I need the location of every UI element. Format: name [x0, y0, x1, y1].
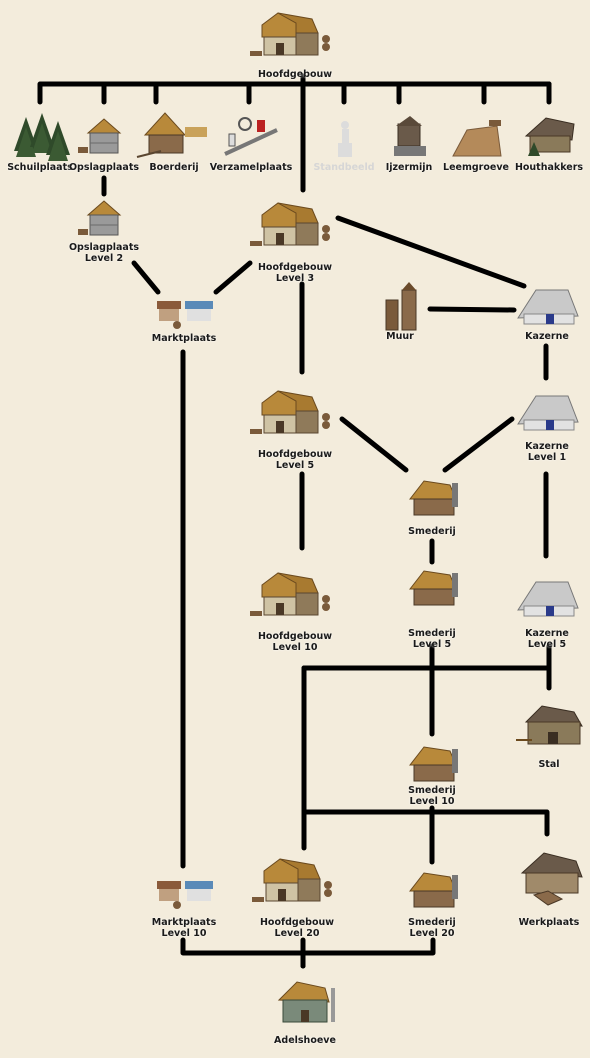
statue-icon [338, 121, 352, 157]
node-label-smederij10: Smederij Level 10 [408, 785, 456, 807]
barracks-tent-icon [517, 289, 579, 325]
edge-marktplaats10-to-adelshoeve [180, 937, 436, 956]
academy-icon [277, 981, 335, 1023]
barracks-tent-icon [517, 581, 579, 617]
node-label-marktplaats10: Marktplaats Level 10 [151, 917, 217, 939]
workshop-icon [520, 852, 583, 906]
node-label-boerderij: Boerderij [149, 162, 199, 173]
smithy-icon [408, 480, 458, 516]
iron-mine-icon [394, 116, 426, 156]
edge-hoofdgebouw3-to-marktplaats [213, 260, 253, 295]
market-icon [157, 301, 213, 329]
town-hall-icon [250, 572, 330, 616]
edge-opslagplaats2-to-marktplaats [131, 260, 161, 295]
node-label-hoofdgebouw: Hoofdgebouw [257, 69, 333, 80]
node-label-stal: Stal [538, 759, 560, 770]
edge-hoofdgebouw5-to-smederij [339, 416, 409, 473]
edge-hoofdgebouw10-to-werkplaats [301, 809, 550, 837]
node-label-standbeeld: Standbeeld [313, 162, 375, 173]
node-label-opslagplaats: Opslagplaats [68, 162, 140, 173]
edge-muur-to-kazerne [427, 306, 517, 313]
clay-pit-icon [452, 120, 502, 157]
node-label-schuilplaats: Schuilplaats [7, 162, 73, 173]
node-label-hoofdgebouw5: Hoofdgebouw Level 5 [257, 449, 333, 471]
node-label-smederij: Smederij [408, 526, 456, 537]
stable-icon [516, 705, 583, 745]
town-hall-icon [252, 858, 332, 902]
node-label-kazerne1: Kazerne Level 1 [525, 441, 569, 463]
node-label-verzamelplaats: Verzamelplaats [209, 162, 293, 173]
storehouse-icon [78, 200, 122, 236]
node-label-kazerne: Kazerne [525, 331, 569, 342]
rally-point-icon [224, 117, 278, 156]
node-label-werkplaats: Werkplaats [518, 917, 580, 928]
node-label-adelshoeve: Adelshoeve [274, 1035, 336, 1046]
node-label-hoofdgebouw10: Hoofdgebouw Level 10 [257, 631, 333, 653]
node-label-leemgroeve: Leemgroeve [443, 162, 509, 173]
market-icon [157, 881, 213, 909]
node-label-opslagplaats2: Opslagplaats Level 2 [68, 242, 140, 264]
node-label-muur: Muur [386, 331, 414, 342]
smithy-icon [408, 746, 458, 782]
woodcutter-icon [524, 117, 575, 156]
smithy-icon [408, 570, 458, 606]
town-hall-icon [250, 390, 330, 434]
node-label-smederij20: Smederij Level 20 [408, 917, 456, 939]
trees-icon [14, 113, 70, 161]
storehouse-icon [78, 118, 122, 154]
node-label-houthakkers: Houthakkers [514, 162, 584, 173]
town-hall-icon [250, 12, 330, 56]
farm-icon [136, 112, 207, 158]
edge-hoofdgebouw-to-schuilplaats [37, 81, 552, 105]
barracks-tent-icon [517, 395, 579, 431]
node-label-marktplaats: Marktplaats [151, 333, 217, 344]
node-label-hoofdgebouw3: Hoofdgebouw Level 3 [257, 262, 333, 284]
edge-hoofdgebouw3-to-kazerne [335, 215, 527, 289]
town-hall-icon [250, 202, 330, 246]
edge-hoofdgebouw10-to-stal [301, 665, 552, 691]
node-label-ijzermijn: Ijzermijn [385, 162, 433, 173]
edge-kazerne1-to-smederij [442, 416, 515, 473]
node-label-kazerne5: Kazerne Level 5 [525, 628, 569, 650]
smithy-icon [408, 872, 458, 908]
node-label-smederij5: Smederij Level 5 [408, 628, 456, 650]
node-label-hoofdgebouw20: Hoofdgebouw Level 20 [259, 917, 335, 939]
wall-icon [385, 282, 417, 331]
